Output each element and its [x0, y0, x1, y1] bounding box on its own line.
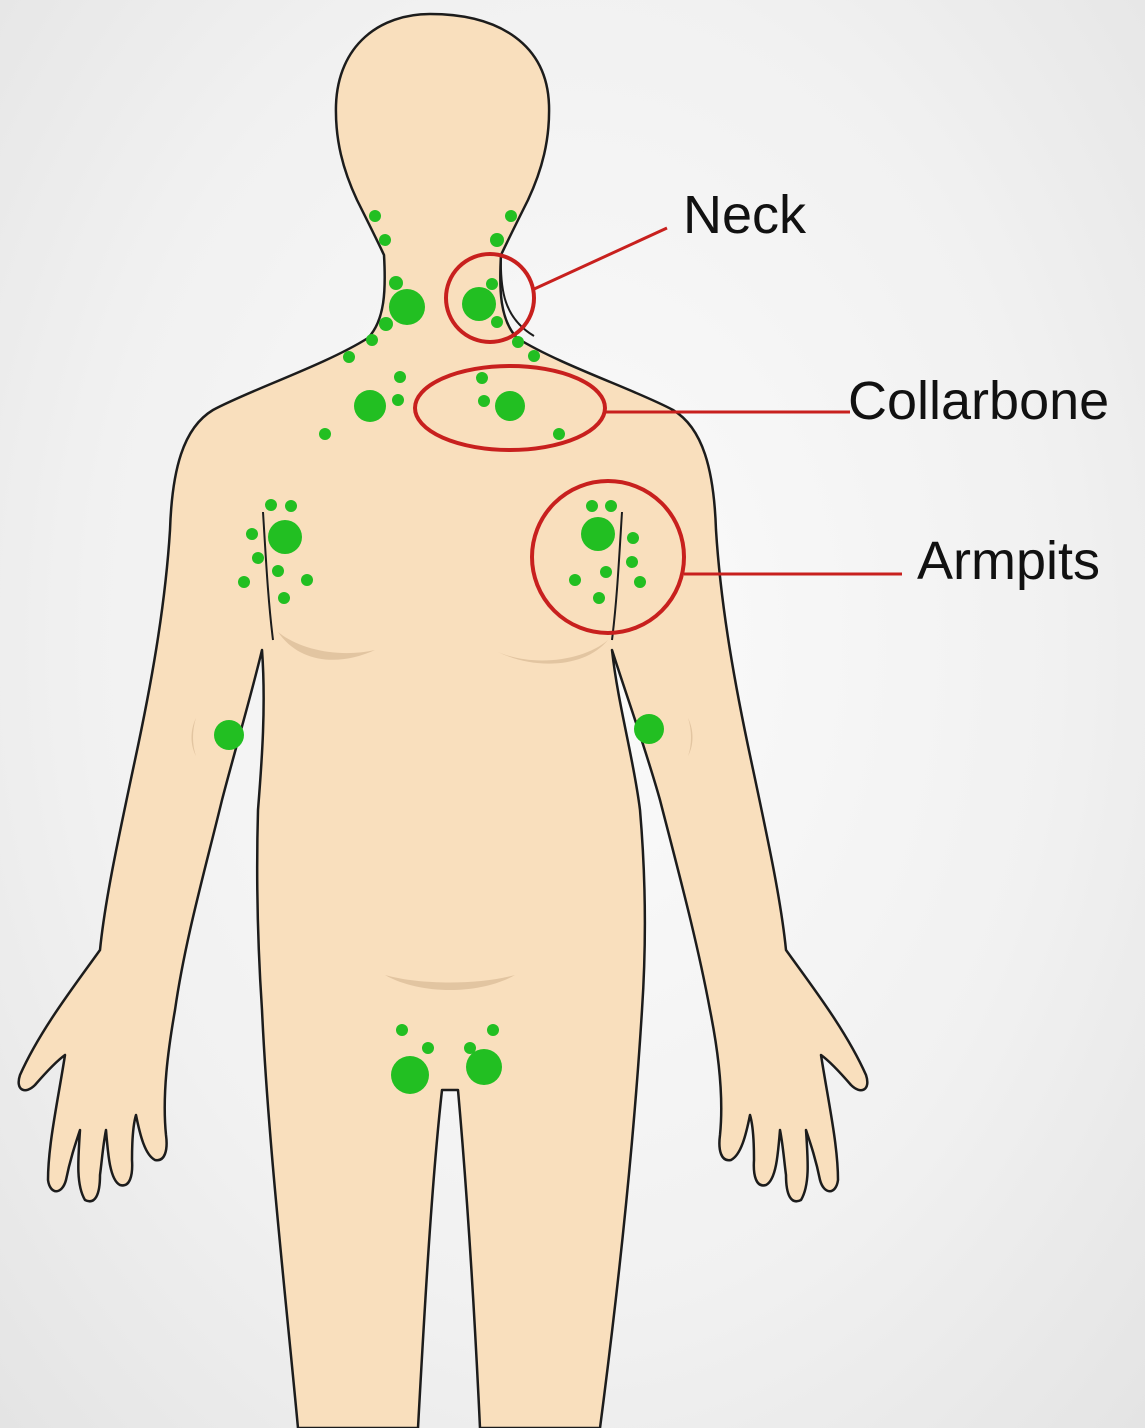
lymph-node: [476, 372, 488, 384]
lymph-node: [343, 351, 355, 363]
lymph-node: [586, 500, 598, 512]
lymph-node: [301, 574, 313, 586]
lymph-node: [214, 720, 244, 750]
neck-label: Neck: [683, 188, 806, 242]
lymph-node: [487, 1024, 499, 1036]
lymph-node: [569, 574, 581, 586]
lymph-node: [627, 532, 639, 544]
lymph-node: [581, 517, 615, 551]
lymph-node: [478, 395, 490, 407]
lymph-node: [319, 428, 331, 440]
lymph-node: [553, 428, 565, 440]
lymph-node: [379, 317, 393, 331]
armpits-label: Armpits: [917, 534, 1100, 588]
lymph-node: [634, 714, 664, 744]
lymph-node: [495, 391, 525, 421]
lymph-node: [272, 565, 284, 577]
lymph-node: [366, 334, 378, 346]
lymph-node: [379, 234, 391, 246]
lymph-node: [462, 287, 496, 321]
lymph-node: [396, 1024, 408, 1036]
lymph-node: [268, 520, 302, 554]
lymph-node: [246, 528, 258, 540]
lymph-node: [512, 336, 524, 348]
lymph-node: [505, 210, 517, 222]
lymph-node: [634, 576, 646, 588]
lymph-node: [285, 500, 297, 512]
lymph-node: [369, 210, 381, 222]
lymph-node: [278, 592, 290, 604]
lymph-node: [391, 1056, 429, 1094]
lymph-node: [422, 1042, 434, 1054]
lymph-node: [593, 592, 605, 604]
lymph-node: [392, 394, 404, 406]
lymph-node: [466, 1049, 502, 1085]
lymph-node: [389, 289, 425, 325]
lymph-node: [354, 390, 386, 422]
lymph-node: [394, 371, 406, 383]
collarbone-label: Collarbone: [848, 374, 1109, 428]
lymph-node: [626, 556, 638, 568]
lymph-node: [252, 552, 264, 564]
lymph-node: [600, 566, 612, 578]
lymph-node: [605, 500, 617, 512]
lymph-node: [528, 350, 540, 362]
lymph-node: [238, 576, 250, 588]
lymph-node: [389, 276, 403, 290]
lymph-node: [265, 499, 277, 511]
lymph-node: [491, 316, 503, 328]
neck-leader-line: [532, 228, 667, 290]
lymph-node: [486, 278, 498, 290]
lymph-node: [490, 233, 504, 247]
